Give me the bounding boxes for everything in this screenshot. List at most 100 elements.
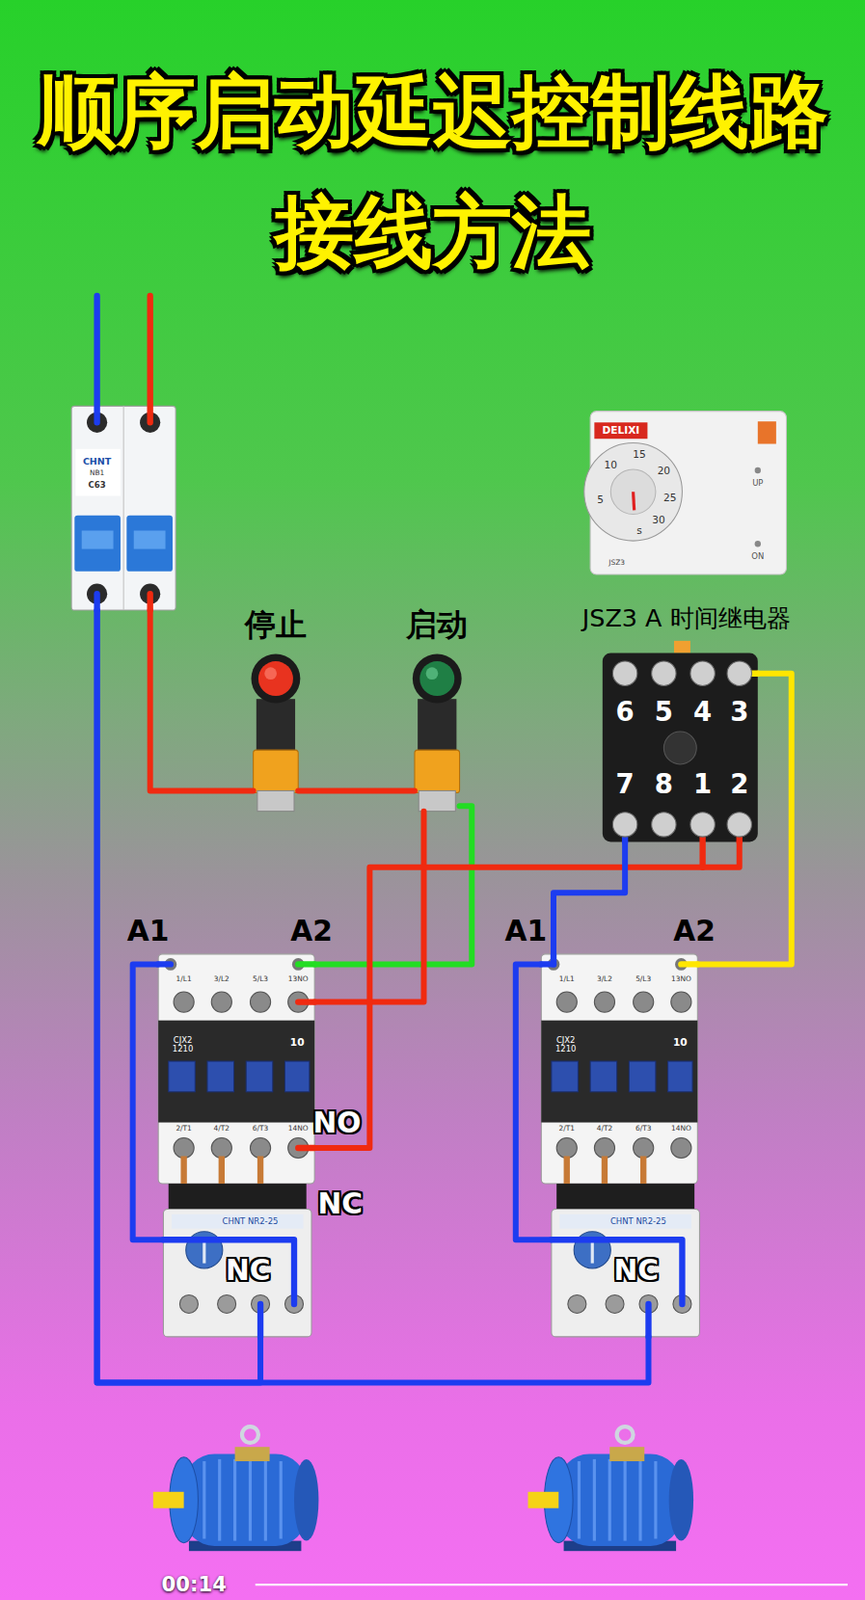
cap-highlight	[426, 667, 439, 680]
pin-number: 6	[616, 697, 635, 727]
wire	[297, 787, 415, 794]
stop-button: 停止	[253, 653, 299, 812]
dial-number: 15	[632, 449, 646, 461]
contact-label: NC	[613, 1255, 659, 1288]
terminal-label: 13NO	[288, 975, 309, 984]
video-timestamp: 00:14	[162, 1573, 227, 1596]
brand-label: DELIXI	[601, 425, 640, 437]
ac-contactor: A1A21/L13/L25/L313NOCJX2 1210102/T14/T26…	[540, 954, 698, 1185]
indicator-label: UP	[752, 479, 763, 488]
coil-terminal-label: A2	[290, 915, 333, 947]
brand-plate	[594, 422, 648, 439]
relay-socket	[602, 653, 758, 843]
breaker-toggle	[126, 515, 173, 572]
socket-screw	[690, 661, 715, 686]
dial-unit: s	[636, 525, 643, 538]
breaker-housing	[71, 405, 176, 611]
socket-screw	[727, 812, 752, 838]
coil-terminal-label: A2	[673, 915, 716, 947]
thermal-relay-1	[162, 1184, 312, 1338]
terminal-label: 1/L1	[559, 975, 575, 984]
model-label: CHNT NR2-25	[221, 1218, 278, 1228]
socket-tab	[674, 641, 691, 654]
contact-callout: NO	[312, 1107, 361, 1139]
wire	[553, 841, 625, 954]
socket-screws	[612, 661, 752, 838]
socket-screw	[612, 661, 637, 686]
start-button-body	[412, 654, 462, 812]
relay-tab	[757, 421, 777, 444]
rating-label: 10	[290, 1037, 305, 1050]
breaker-label	[75, 449, 121, 497]
wire-stub	[645, 1304, 651, 1338]
contact-callout: NC	[317, 1189, 363, 1221]
time-relay: DELIXI51015202530sUPONJSZ3	[590, 411, 786, 575]
socket-screw	[690, 812, 715, 838]
relay-housing	[590, 411, 786, 575]
wire	[515, 964, 552, 1241]
pole-divider	[123, 405, 125, 611]
terminal-label: 4/T2	[214, 1125, 230, 1134]
wire	[150, 610, 254, 791]
model-label: CJX2 1210	[167, 1036, 199, 1055]
brand-label: CHNT	[82, 456, 111, 466]
socket-screw	[727, 661, 752, 686]
terminal-label: 4/T2	[596, 1125, 613, 1134]
supply-wire	[147, 296, 154, 423]
thermal-relay-2	[551, 1184, 701, 1338]
thermal-overload-relay: CHNT NR2-25NC	[551, 1184, 701, 1338]
terminal-label: 3/L2	[214, 975, 230, 984]
terminal-label: 14NO	[288, 1125, 309, 1134]
coil-terminal-label: A1	[505, 915, 548, 947]
indicator-led	[755, 540, 761, 547]
breaker-toggle	[74, 515, 121, 572]
terminal-label: 6/T3	[252, 1125, 269, 1134]
socket-screw	[651, 661, 676, 686]
wire	[314, 806, 472, 965]
wire-stub	[162, 1240, 295, 1305]
time-dial	[584, 442, 683, 541]
motor-1	[153, 1427, 320, 1552]
progress-bar	[255, 1584, 848, 1587]
terminal-label: 14NO	[671, 1125, 692, 1134]
button-label: 启动	[405, 607, 468, 642]
wire	[133, 964, 164, 1241]
start-button-cap	[419, 661, 455, 697]
dial-number: 30	[651, 514, 665, 527]
pin-number: 3	[729, 697, 749, 727]
terminal-label: 3/L2	[596, 975, 613, 984]
cap-highlight	[264, 667, 277, 680]
terminal-label: 6/T3	[635, 1125, 651, 1134]
dial-pointer	[633, 491, 635, 511]
contact-label: NC	[225, 1255, 271, 1288]
pin-number: 1	[693, 769, 712, 799]
button-label: 停止	[244, 607, 307, 642]
socket-screw	[612, 812, 637, 838]
stop-button-cap	[258, 661, 294, 697]
terminal-label: 2/T1	[175, 1125, 191, 1134]
model-label: CHNT NR2-25	[610, 1218, 667, 1228]
stop-button-body	[251, 654, 301, 812]
model-label: CJX2 1210	[550, 1036, 582, 1055]
motor-2	[528, 1427, 695, 1552]
wire-stub	[257, 1304, 264, 1338]
wire	[97, 610, 649, 1383]
ac-contactor: A1A21/L13/L25/L313NOCJX2 1210102/T14/T26…	[158, 954, 315, 1185]
device-label: JSZ3 A 时间继电器	[582, 605, 791, 633]
wire-stub	[551, 1240, 683, 1305]
thermal-overload-relay: CHNT NR2-25NC	[162, 1184, 312, 1338]
indicator-led	[755, 467, 761, 474]
terminal-label: 5/L3	[635, 975, 651, 984]
dial-number: 20	[657, 465, 671, 478]
model-label: NB1	[89, 469, 105, 478]
rating-label: C63	[88, 481, 107, 490]
terminal-label: 1/L1	[176, 975, 192, 984]
coil-terminal-label: A1	[127, 915, 170, 947]
wire	[314, 841, 740, 1149]
dial-number: 10	[604, 459, 618, 472]
relay-socket: JSZ3 A 时间继电器65437812	[602, 653, 758, 843]
wire-stubs	[97, 296, 758, 1338]
circuit-breaker: CHNT NB1C63	[71, 405, 176, 611]
terminal-label: 2/T1	[559, 1125, 575, 1134]
